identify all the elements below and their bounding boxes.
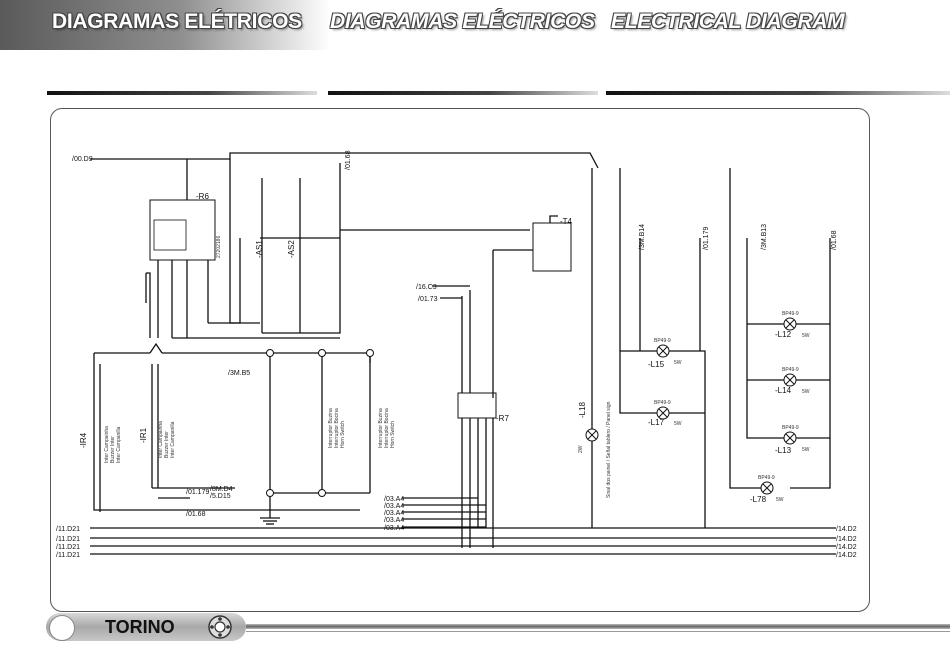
lamp-type-l14: BP49-9 <box>782 367 799 373</box>
gear-icon <box>208 615 232 639</box>
lamp-type-l12: BP49-9 <box>782 311 799 317</box>
ir4-text-3: Inter Campanilla <box>116 426 122 463</box>
page-header: DIAGRAMAS ELÉTRICOS DIAGRAMAS ELÉCTRICOS… <box>0 0 950 50</box>
label-as1: -AS1 <box>255 240 264 258</box>
title-portuguese: DIAGRAMAS ELÉTRICOS <box>52 10 302 33</box>
ir1-text-3: Inter Campanilla <box>170 421 176 458</box>
switch1-text-3: Horn Switch <box>340 421 346 448</box>
lamp-watt-l14: 5W <box>802 389 810 395</box>
label-l17: -L17 <box>648 418 665 427</box>
label-l78: -L78 <box>750 495 767 504</box>
label-t4: -T4 <box>560 217 573 226</box>
lamp-watt-l12: 5W <box>802 333 810 339</box>
switch2-text-3: Horn Switch <box>390 421 396 448</box>
footer-rule <box>246 624 950 629</box>
lamp-type-l17: BP49-9 <box>654 400 671 406</box>
ref-01-73: /01.73 <box>418 296 438 303</box>
lamp-type-l13: BP49-9 <box>782 425 799 431</box>
ref-top-3m-b14: /3M.B14 <box>639 224 646 250</box>
lamp-watt-l13: 5W <box>802 447 810 453</box>
ref-right-2: /14.D2 <box>836 536 857 543</box>
ref-3m-b5: /3M.B5 <box>228 370 250 377</box>
relay-part-number: 27202186 <box>216 236 222 258</box>
header-gradient-bar <box>0 0 330 50</box>
ir1-text-1: Inter Campainha <box>158 421 164 458</box>
ref-right-1: /14.D2 <box>836 526 857 533</box>
ir4-text-2: Buzzer Inter <box>110 436 116 463</box>
label-r6: -R6 <box>196 192 209 201</box>
ref-right-4: /14.D2 <box>836 552 857 559</box>
ref-01-68: /01.68 <box>186 511 206 518</box>
ref-right-3: /14.D2 <box>836 544 857 551</box>
ref-8m-d4: /8M.D4 <box>210 486 233 493</box>
label-l14: -L14 <box>775 386 792 395</box>
footer-model-label: TORINO <box>105 617 175 637</box>
ref-left-1: /11.D21 <box>56 526 80 533</box>
ref-top-3m-b13: /3M.B13 <box>761 224 768 250</box>
ref-5-d15: /5.D15 <box>210 493 231 500</box>
ref-a4-3: /03.A4 <box>384 510 404 517</box>
section-rule-es <box>328 91 598 95</box>
footer-rule-thin <box>246 631 950 632</box>
label-ir4: -IR4 <box>79 432 88 448</box>
electrical-diagram: /00.D9 /11.D21 /11.D21 /11.D21 /11.D21 /… <box>56 150 857 559</box>
label-as2: -AS2 <box>287 240 296 258</box>
switch2-text-2: Interruptor Bocina <box>384 408 390 448</box>
section-rule-pt <box>47 91 317 95</box>
switch2-text-1: Interruptor Buzina <box>378 408 384 448</box>
ref-a4-2: /03.A4 <box>384 503 404 510</box>
lamp-watt-l18: 2W <box>578 445 584 453</box>
ref-00-d9: /00.D9 <box>72 156 93 163</box>
ref-01-179: /01.179 <box>186 489 209 496</box>
switch1-text-2: Interruptor Bocina <box>334 408 340 448</box>
label-l15: -L15 <box>648 360 665 369</box>
ref-a4-5: /03.A4 <box>384 525 404 532</box>
ref-left-4: /11.D21 <box>56 552 80 559</box>
lamp-watt-l15: 5W <box>674 360 682 366</box>
label-r7: -R7 <box>496 414 509 423</box>
label-ir1: -IR1 <box>139 427 148 443</box>
label-l18: -L18 <box>578 401 587 418</box>
ref-left-2: /11.D21 <box>56 536 80 543</box>
l18-description: Sinal dos painel / Señal tablero / Panel… <box>606 401 612 498</box>
ref-a4-4: /03.A4 <box>384 517 404 524</box>
title-english: ELECTRICAL DIAGRAM <box>611 10 845 33</box>
ref-top-01-68-b: /01.68 <box>831 230 838 250</box>
ref-top-01-68-a: /01.68 <box>345 150 352 170</box>
lamp-type-l15: BP49-9 <box>654 338 671 344</box>
lamp-type-l78: BP49-9 <box>758 475 775 481</box>
footer-circle <box>49 615 75 641</box>
ir4-text-1: Inter Campainha <box>104 426 110 463</box>
ir1-text-2: Buzzer Inter <box>164 431 170 458</box>
ref-top-01-179: /01.179 <box>703 227 710 250</box>
ref-a4-1: /03.A4 <box>384 496 404 503</box>
switch1-text-1: Interruptor Buzina <box>328 408 334 448</box>
ref-16-c3: /16.C3 <box>416 284 437 291</box>
section-rule-en <box>606 91 950 95</box>
ref-left-3: /11.D21 <box>56 544 80 551</box>
label-l12: -L12 <box>775 330 792 339</box>
lamp-watt-l17: 5W <box>674 421 682 427</box>
lamp-watt-l78: 5W <box>776 497 784 503</box>
label-l13: -L13 <box>775 446 792 455</box>
title-spanish: DIAGRAMAS ELÉCTRICOS <box>330 10 595 33</box>
